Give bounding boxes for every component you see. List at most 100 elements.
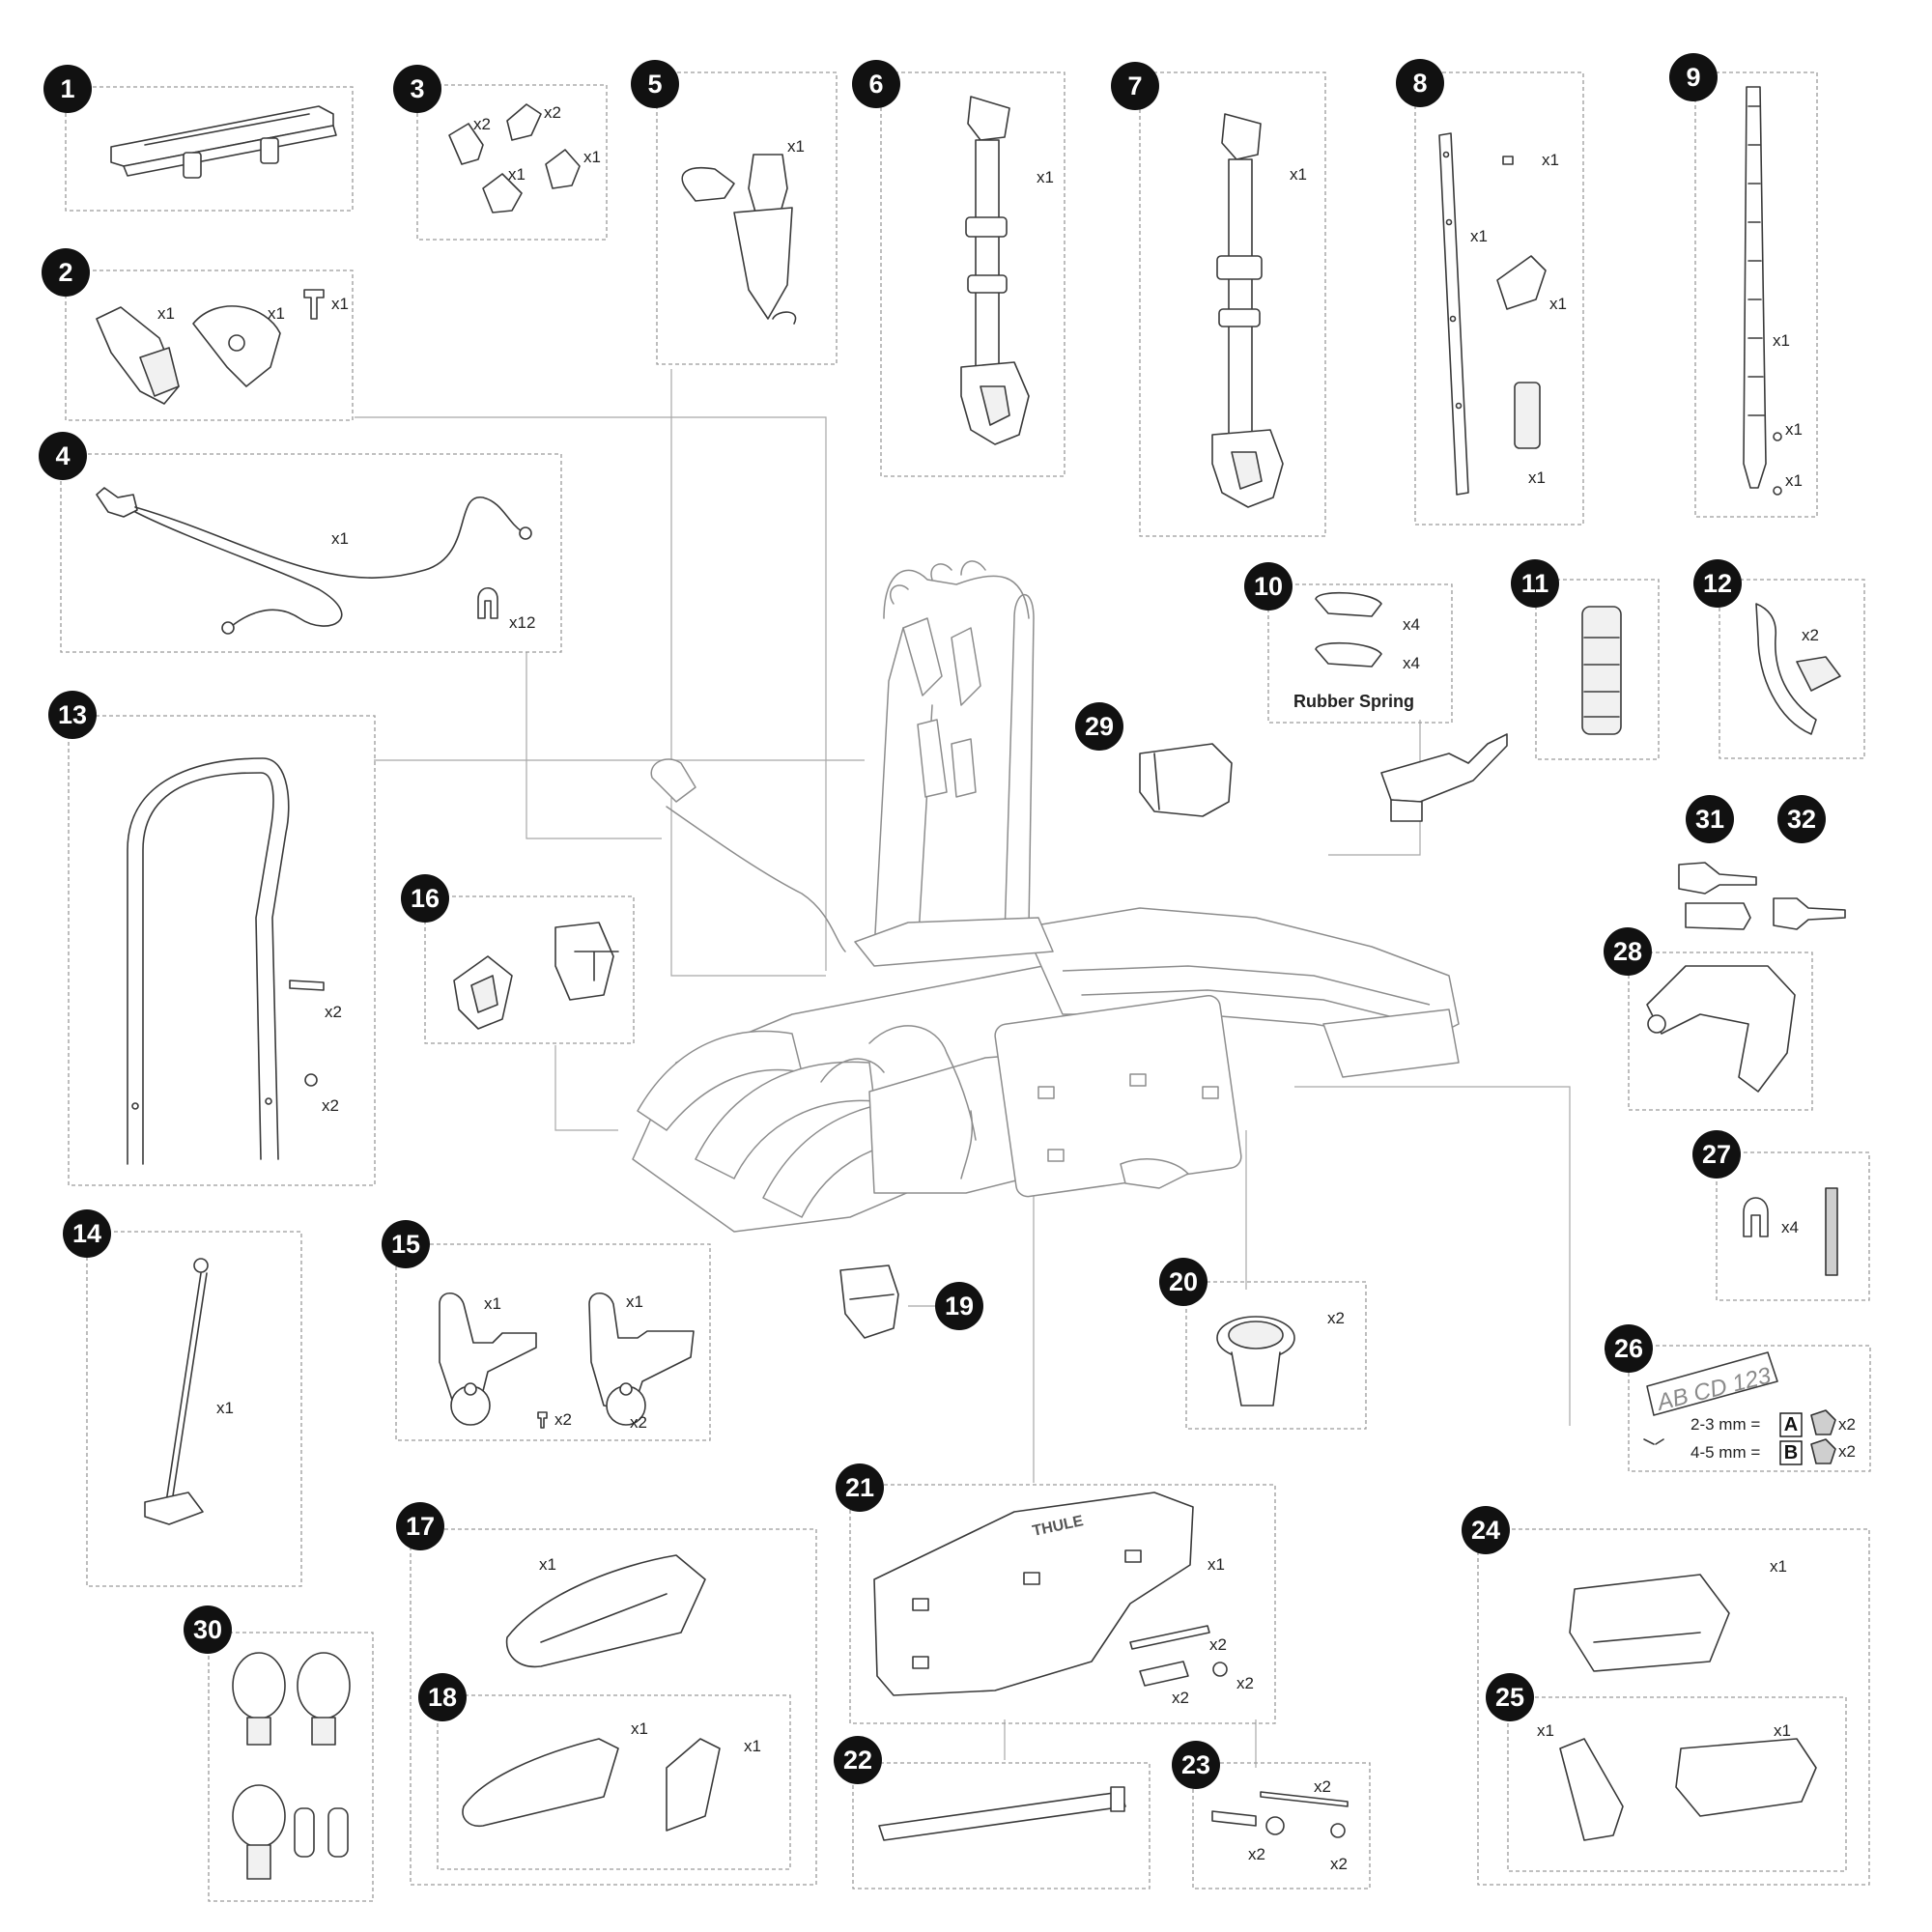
badge-14-label: 14	[72, 1219, 101, 1248]
part-31-32-drawing	[1678, 862, 1846, 930]
badge-27-label: 27	[1702, 1140, 1731, 1169]
badge-13-label: 13	[58, 700, 87, 729]
part-5-drawing	[681, 154, 797, 325]
badge-20-label: 20	[1169, 1267, 1198, 1296]
part-10-drawing	[1315, 591, 1508, 822]
part-28-drawing	[1646, 965, 1796, 1093]
qty-23-b: x2	[1248, 1845, 1265, 1863]
badge-31-label: 31	[1695, 805, 1724, 834]
qty-4-b: x12	[509, 613, 535, 632]
badge-5-label: 5	[647, 70, 662, 99]
spec-a-box	[1779, 1412, 1803, 1437]
badge-30: 30	[184, 1605, 232, 1654]
badge-21: 21	[836, 1463, 884, 1512]
qty-18-a: x1	[631, 1719, 648, 1738]
badge-30-label: 30	[193, 1615, 222, 1644]
badge-11: 11	[1511, 559, 1559, 608]
badge-21-label: 21	[845, 1473, 874, 1502]
qty-10-a: x4	[1403, 615, 1420, 634]
qty-4-a: x1	[331, 529, 349, 548]
qty-17: x1	[539, 1555, 556, 1574]
part-9-drawing	[1743, 86, 1782, 496]
badge-2-label: 2	[58, 258, 72, 287]
spec-a-letter: A	[1784, 1414, 1798, 1435]
badge-1-label: 1	[60, 74, 74, 103]
qty-15-a: x1	[484, 1294, 501, 1313]
part-number-badges: 1 2 3 4 5 6 7 8 9 10 11 12 13 14 15 16 1…	[39, 53, 1826, 1789]
qty-9-a: x1	[1773, 331, 1790, 350]
badge-32: 32	[1777, 795, 1826, 843]
badge-19: 19	[935, 1282, 983, 1330]
badge-24-label: 24	[1471, 1516, 1500, 1545]
qty-10-b: x4	[1403, 654, 1420, 672]
part-17-drawing	[505, 1554, 706, 1668]
badge-26-label: 26	[1614, 1334, 1643, 1363]
rubber-spring-caption: Rubber Spring	[1293, 692, 1414, 711]
badge-24: 24	[1462, 1506, 1510, 1554]
badge-27: 27	[1692, 1130, 1741, 1179]
qty-23-a: x2	[1314, 1777, 1331, 1796]
badge-14: 14	[63, 1209, 111, 1258]
badge-29-label: 29	[1085, 712, 1114, 741]
spec-b-box	[1779, 1440, 1803, 1465]
qty-21-d: x2	[1236, 1674, 1254, 1692]
badge-12-label: 12	[1703, 569, 1732, 598]
badge-23-label: 23	[1181, 1750, 1210, 1779]
badge-1: 1	[43, 65, 92, 113]
badge-6: 6	[852, 60, 900, 108]
badge-2: 2	[42, 248, 90, 297]
qty-24: x1	[1770, 1557, 1787, 1576]
qty-26-a: x2	[1838, 1415, 1856, 1434]
part-7-drawing	[1211, 113, 1284, 508]
spec-b-letter: B	[1784, 1442, 1798, 1463]
badge-17: 17	[396, 1502, 444, 1550]
badge-22-label: 22	[843, 1746, 872, 1775]
qty-21-a: x1	[1208, 1555, 1225, 1574]
qty-25-b: x1	[1774, 1721, 1791, 1740]
qty-9-b: x1	[1785, 420, 1803, 439]
qty-2-a: x1	[157, 304, 175, 323]
badge-23: 23	[1172, 1741, 1220, 1789]
qty-21-c: x2	[1172, 1689, 1189, 1707]
qty-5: x1	[787, 137, 805, 156]
qty-25-a: x1	[1537, 1721, 1554, 1740]
part-16-drawing	[453, 922, 619, 1030]
qty-21-b: x2	[1209, 1635, 1227, 1654]
qty-12: x2	[1802, 626, 1819, 644]
badge-9-label: 9	[1686, 63, 1700, 92]
badge-17-label: 17	[406, 1512, 435, 1541]
badge-3-label: 3	[410, 74, 424, 103]
part-23-drawing	[1211, 1791, 1349, 1838]
badge-6-label: 6	[868, 70, 883, 99]
badge-15-label: 15	[391, 1230, 420, 1259]
badge-28: 28	[1604, 927, 1652, 976]
bike-carrier-assembly: THULE	[632, 560, 1460, 1233]
part-1-drawing	[110, 105, 337, 179]
spec-b-text: 4-5 mm =	[1690, 1443, 1760, 1462]
part-19-drawing	[839, 1264, 899, 1339]
part-21-drawing: THULE	[873, 1492, 1228, 1696]
qty-18-b: x1	[744, 1737, 761, 1755]
badge-7: 7	[1111, 62, 1159, 110]
part-12-drawing	[1755, 603, 1841, 735]
qty-2-c: x1	[331, 295, 349, 313]
qty-13-a: x2	[325, 1003, 342, 1021]
badge-4: 4	[39, 432, 87, 480]
part-30-drawing	[232, 1652, 351, 1880]
qty-6: x1	[1037, 168, 1054, 186]
qty-8-d: x1	[1528, 469, 1546, 487]
badge-9: 9	[1669, 53, 1718, 101]
part-11-drawing	[1581, 606, 1622, 735]
part-20-drawing	[1216, 1316, 1295, 1406]
badge-4-label: 4	[55, 441, 70, 470]
qty-13-b: x2	[322, 1096, 339, 1115]
badge-25: 25	[1486, 1673, 1534, 1721]
qty-8-a: x1	[1542, 151, 1559, 169]
qty-9-c: x1	[1785, 471, 1803, 490]
spec-a-text: 2-3 mm =	[1690, 1415, 1760, 1434]
badge-8: 8	[1396, 59, 1444, 107]
part-24-drawing	[1569, 1574, 1730, 1672]
part-8-drawing	[1438, 132, 1547, 496]
part-15-drawing	[439, 1292, 695, 1429]
